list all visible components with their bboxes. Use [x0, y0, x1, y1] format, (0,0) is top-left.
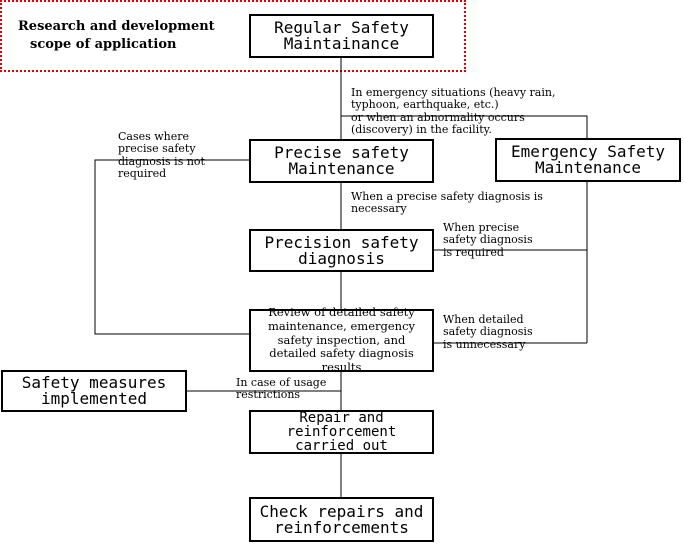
label-emergency-condition: In emergency situations (heavy rain, typ…: [351, 86, 556, 136]
node-review-text: Review of detailed safety maintenance, e…: [267, 305, 416, 375]
node-review-results: Review of detailed safety maintenance, e…: [249, 305, 434, 375]
label-usage-restrictions: In case of usage restrictions: [236, 376, 327, 402]
node-regular-line1: Regular Safety: [274, 18, 409, 37]
label-necessary: When a precise safety diagnosis is neces…: [351, 190, 543, 216]
scope-label-line2: scope of application: [30, 36, 177, 52]
node-measures-line1: Safety measures: [21, 373, 167, 392]
node-check-line1: Check repairs and: [259, 501, 424, 521]
label-not-required: Cases where precise safety diagnosis is …: [118, 130, 205, 180]
node-check-line2: reinforcements: [274, 517, 409, 537]
node-repair-line2: carried out: [295, 438, 388, 454]
node-diagnosis-line2: diagnosis: [298, 248, 385, 268]
node-emergency-line2: Maintenance: [535, 158, 641, 177]
label-unnecessary: When detailed safety diagnosis is unnece…: [443, 313, 533, 351]
line-not-required: [94, 159, 249, 335]
node-precise-line2: Maintenance: [288, 159, 395, 178]
line-to-emergency: [341, 115, 588, 138]
label-required: When precise safety diagnosis is require…: [443, 221, 533, 259]
node-measures-line2: implemented: [41, 389, 147, 408]
node-regular-line2: Maintainance: [283, 34, 400, 53]
node-diagnosis-line1: Precision safety: [264, 232, 419, 252]
node-repair-line1: Repair and reinforcement: [286, 410, 397, 440]
scope-label-line1: Research and development: [18, 19, 215, 34]
node-emergency-line1: Emergency Safety: [510, 142, 666, 161]
scope-boundary: [0, 0, 466, 72]
node-precise-line1: Precise safety: [274, 143, 409, 162]
scope-label: Research and development scope of applic…: [18, 18, 215, 53]
